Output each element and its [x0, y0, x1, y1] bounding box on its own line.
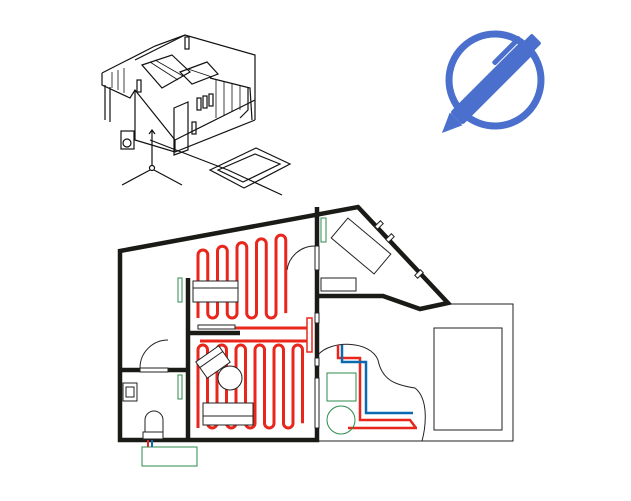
isometric-house-icon — [101, 34, 292, 196]
floor-plan-walls — [117, 204, 453, 443]
furniture — [122, 217, 424, 440]
garage-annex — [317, 303, 514, 442]
heating-loop-upper-room — [196, 233, 288, 320]
boiler-pipes — [336, 345, 417, 430]
pen-in-circle-icon[interactable] — [431, 28, 545, 140]
thermostats-and-boiler — [141, 217, 357, 467]
supply-pipes — [147, 440, 153, 447]
